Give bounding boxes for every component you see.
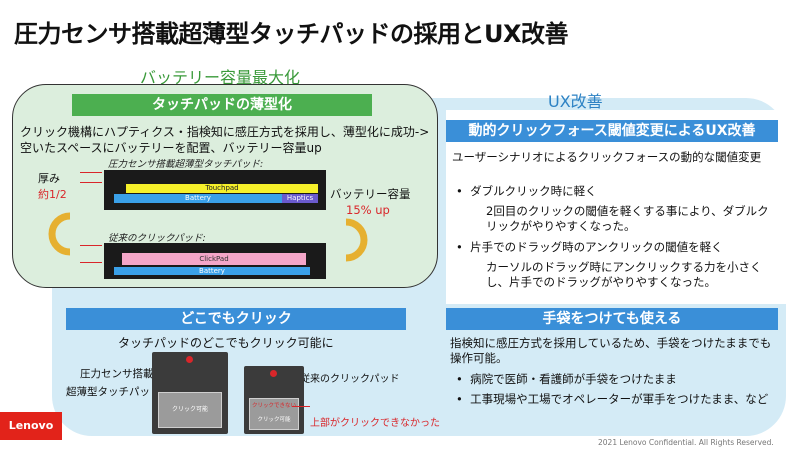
bullet-dot: •: [456, 372, 471, 386]
anywhere-click-header: どこでもクリック: [66, 308, 406, 330]
old-clickpad-diagram: ClickPad Battery: [104, 243, 326, 279]
glove-header: 手袋をつけても使える: [446, 308, 778, 330]
old-thickness-marker-top: [80, 245, 102, 246]
clickable-zone: クリック可能: [257, 417, 291, 423]
bullet-drag: • 片手でのドラッグ時のアンクリックの閾値を軽く: [456, 240, 723, 254]
dynamic-click-intro: ユーザーシナリオによるクリックフォースの動的な閾値変更: [452, 150, 762, 164]
note-pointer: [292, 406, 310, 407]
unclickable-zone: クリックできない: [251, 403, 296, 409]
trackpoint: [186, 356, 193, 363]
battery-layer-old: Battery: [114, 267, 310, 275]
haptics-layer: Haptics: [282, 194, 318, 203]
touchpad-layer: Touchpad: [126, 184, 318, 193]
bullet-dot: •: [456, 240, 471, 254]
arrow-left-icon: [48, 212, 71, 256]
trackpoint: [270, 370, 277, 377]
thin-touchpad-description: クリック機構にハプティクス・指検知に感圧方式を採用し、薄型化に成功-> 空いたス…: [20, 125, 430, 155]
old-touchpad-photo: クリックできない クリック可能: [244, 366, 304, 434]
new-touchpad-label: 圧力センサ搭載超薄型タッチパッド:: [108, 159, 264, 170]
new-touchpad-photo: クリック可能: [152, 352, 228, 434]
bullet-double-click-detail: 2回目のクリックの閾値を軽くする事により、ダブルクリックがやりやすくなった。: [486, 204, 769, 233]
slide-title: 圧力センサ搭載超薄型タッチパッドの採用とUX改善: [14, 20, 569, 48]
glove-bullet-factory: • 工事現場や工場でオペレーターが軍手をつけたまま、など: [456, 392, 769, 406]
glove-intro: 指検知に感圧方式を採用しているため、手袋をつけたままでも操作可能。: [450, 336, 772, 365]
dynamic-click-header: 動的クリックフォース閾値変更によるUX改善: [446, 120, 778, 142]
thickness-marker-bottom: [80, 182, 102, 183]
new-pad-area: クリック可能: [158, 392, 222, 428]
battery-caption: バッテリー容量最大化: [140, 68, 301, 87]
bullet-dot: •: [456, 184, 471, 198]
thickness-label: 厚み: [38, 172, 60, 185]
old-thickness-marker-bottom: [80, 262, 102, 263]
new-pad-label-line2: 超薄型タッチパッド: [66, 386, 161, 398]
bullet-dot: •: [456, 392, 471, 406]
unclickable-note: 上部がクリックできなかった: [310, 418, 440, 429]
thickness-value: 約1/2: [38, 188, 67, 201]
old-pad-label: 従来のクリックパッド: [300, 374, 400, 385]
old-pad-area: クリックできない クリック可能: [249, 398, 299, 430]
new-pad-label-line1: 圧力センサ搭載: [80, 368, 154, 380]
footer-copyright: 2021 Lenovo Confidential. All Rights Res…: [598, 438, 774, 447]
new-touchpad-diagram: Touchpad Battery Haptics: [104, 170, 326, 210]
glove-bullet-hospital: • 病院で医師・看護師が手袋をつけたまま: [456, 372, 677, 386]
thickness-marker-top: [80, 172, 102, 173]
battery-capacity-label: バッテリー容量: [330, 187, 411, 201]
battery-layer-new: Battery: [114, 194, 282, 203]
thin-touchpad-header: タッチパッドの薄型化: [72, 94, 372, 116]
ux-detail-box: [446, 110, 786, 304]
bullet-drag-detail: カーソルのドラッグ時にアンクリックする力を小さくし、片手でのドラッグがやりやすく…: [486, 260, 762, 289]
lenovo-logo: Lenovo: [0, 412, 62, 440]
arrow-right-icon: [345, 218, 368, 262]
ux-caption: UX改善: [548, 92, 603, 111]
anywhere-click-subtitle: タッチパッドのどこでもクリック可能に: [118, 336, 334, 350]
clickpad-layer: ClickPad: [122, 253, 306, 265]
battery-capacity-value: 15% up: [346, 203, 390, 217]
bullet-double-click: • ダブルクリック時に軽く: [456, 184, 597, 198]
old-clickpad-label: 従来のクリックパッド:: [108, 233, 206, 244]
